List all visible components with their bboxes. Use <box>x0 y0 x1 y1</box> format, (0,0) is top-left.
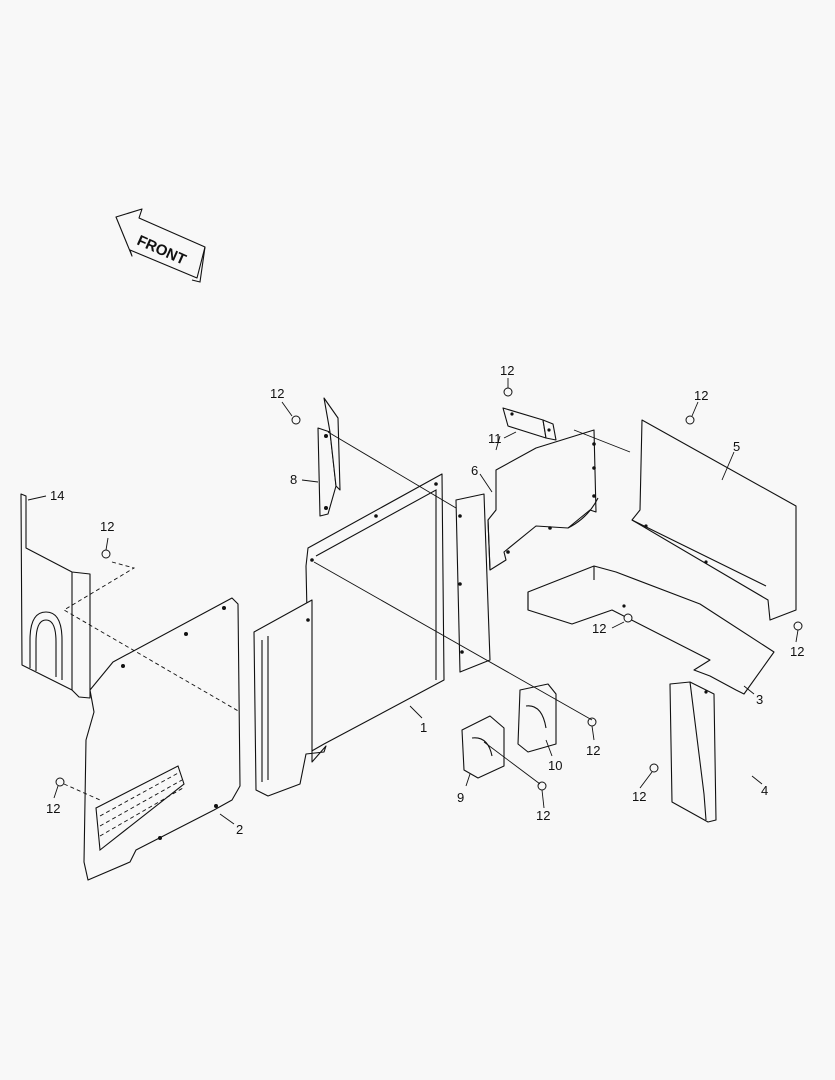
callout-10: 10 <box>548 758 562 773</box>
part-9-clamp-block <box>461 715 505 779</box>
screw-icon <box>503 387 513 397</box>
part-5-rear-cover <box>631 419 797 621</box>
callout-12: 12 <box>790 644 804 659</box>
assembly-lines <box>63 429 631 801</box>
callout-3: 3 <box>756 692 763 707</box>
screw-icon <box>649 763 659 773</box>
part-1-core-frame <box>253 473 445 797</box>
part-11-bracket <box>502 407 557 441</box>
callout-12: 12 <box>500 363 514 378</box>
callout-2: 2 <box>236 822 243 837</box>
callout-12: 12 <box>632 789 646 804</box>
callout-11: 11 <box>488 431 502 446</box>
callout-5: 5 <box>733 439 740 454</box>
perforated-grille <box>95 765 185 852</box>
callout-12: 12 <box>100 519 114 534</box>
callout-8: 8 <box>290 472 297 487</box>
part-6-shroud-frame <box>455 493 491 673</box>
callout-14: 14 <box>50 488 64 503</box>
callout-12: 12 <box>46 801 60 816</box>
screw-icon <box>623 613 633 623</box>
callout-12: 12 <box>694 388 708 403</box>
part-8-bracket <box>317 397 341 517</box>
callout-1: 1 <box>420 720 427 735</box>
part-3-bracket <box>527 565 775 695</box>
callout-12: 12 <box>270 386 284 401</box>
callout-12: 12 <box>592 621 606 636</box>
callout-12: 12 <box>536 808 550 823</box>
part-2-perforated-panel <box>83 597 241 881</box>
screw-icon <box>55 777 65 787</box>
front-arrow: FRONT <box>115 208 206 283</box>
screw-icon <box>685 415 695 425</box>
screw-icon <box>101 549 111 559</box>
part-6-upper-shroud <box>487 429 599 571</box>
callouts: 12 12 12 12 12 12 12 12 12 12 14 11 8 6 … <box>46 363 804 837</box>
callout-9: 9 <box>457 790 464 805</box>
part-14-shroud <box>20 493 91 699</box>
callout-4: 4 <box>761 783 768 798</box>
callout-12: 12 <box>586 743 600 758</box>
screw-icon <box>291 415 301 425</box>
part-4-vertical-plate <box>669 681 717 823</box>
screw-icon <box>793 621 803 631</box>
screw-icon <box>587 717 597 727</box>
leader-lines <box>27 378 799 825</box>
part-10-clamp-block <box>517 683 557 753</box>
callout-6: 6 <box>471 463 478 478</box>
